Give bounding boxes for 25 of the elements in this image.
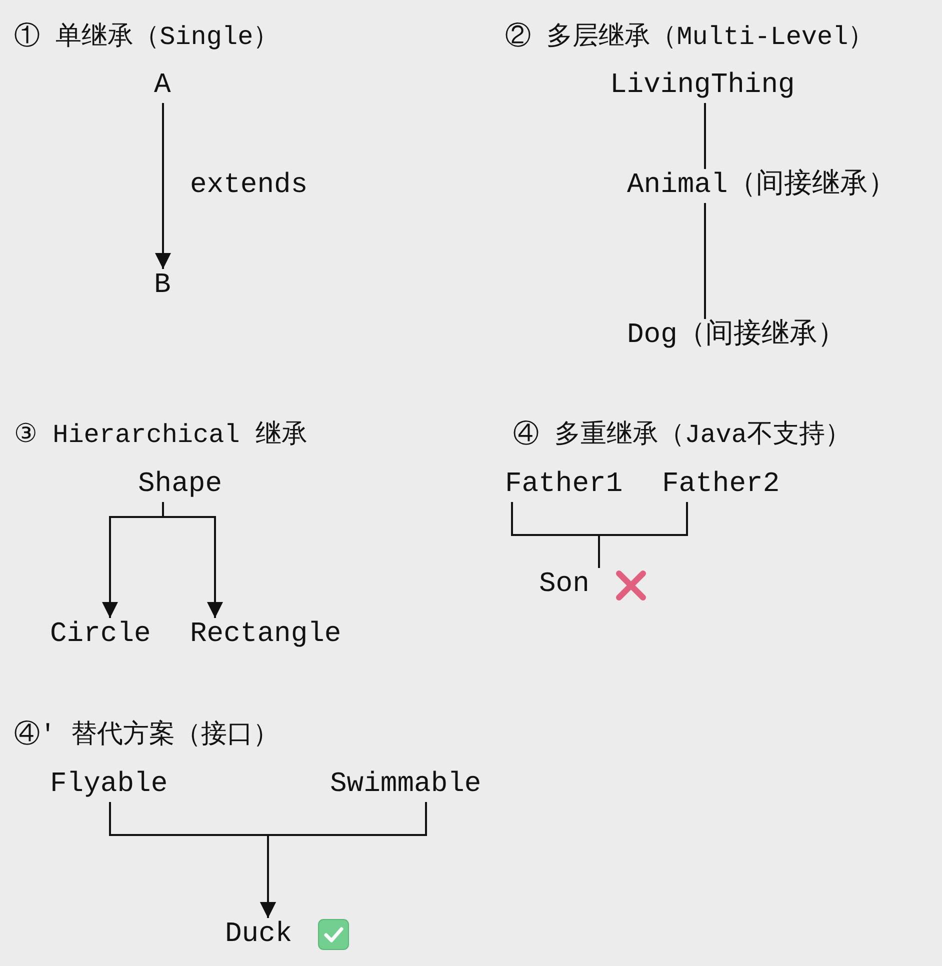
section-heading: ④ 多重继承（Java不支持） <box>513 419 852 452</box>
class-name: A <box>154 69 171 103</box>
section-heading: ③ Hierarchical 继承 <box>14 419 308 452</box>
class-name: Shape <box>138 468 222 502</box>
class-name: Dog（间接继承） <box>627 319 846 353</box>
class-name: Father1 <box>505 468 623 502</box>
class-name: B <box>154 269 171 303</box>
connector-line <box>598 502 688 568</box>
class-name: Son <box>539 568 590 602</box>
section-heading: ④' 替代方案（接口） <box>14 718 280 752</box>
arrow <box>155 103 171 269</box>
class-name: Duck <box>225 918 292 952</box>
class-name: Animal（间接继承） <box>627 169 896 203</box>
section-heading: ① 单继承（Single） <box>14 21 280 54</box>
class-name: Flyable <box>50 768 168 802</box>
arrow <box>260 802 427 918</box>
connector-line <box>704 203 706 319</box>
class-name: LivingThing <box>610 69 795 103</box>
connector-line <box>704 103 706 169</box>
edge-label: extends <box>190 169 308 203</box>
section-heading: ② 多层继承（Multi-Level） <box>505 21 874 54</box>
class-name: Circle <box>50 618 151 652</box>
class-name: Father2 <box>662 468 780 502</box>
class-name: Swimmable <box>330 768 482 802</box>
class-name: Rectangle <box>190 618 342 652</box>
